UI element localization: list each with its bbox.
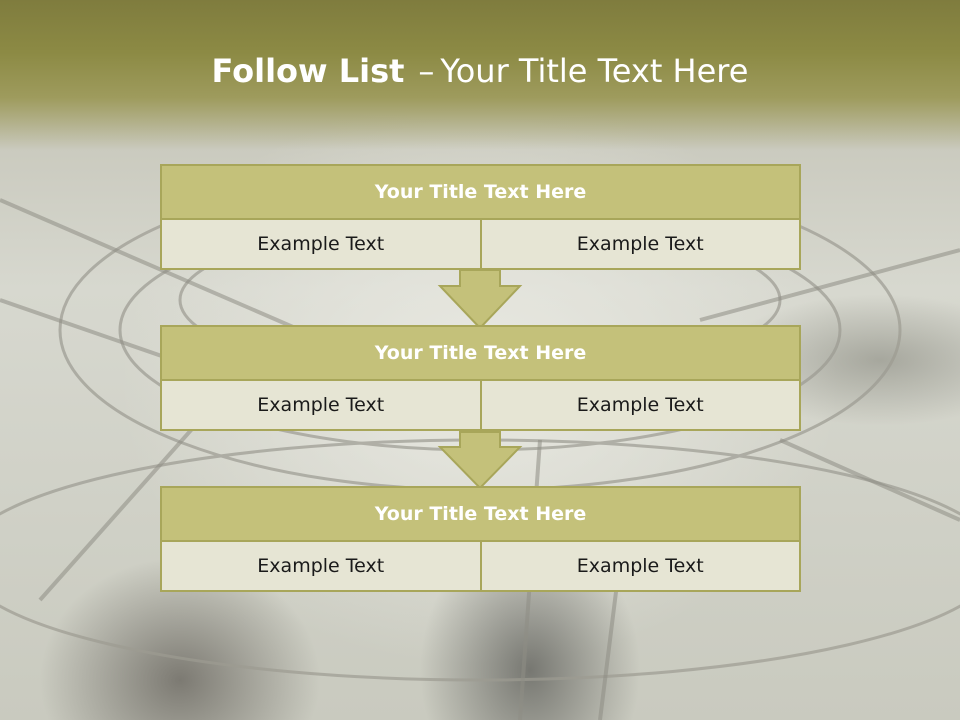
slide-title: Follow List–Your Title Text Here <box>0 52 960 90</box>
title-rest: Your Title Text Here <box>440 52 749 90</box>
block-cell-left: Example Text <box>160 542 482 592</box>
block-cell-right: Example Text <box>481 381 801 431</box>
block-cell-right: Example Text <box>481 542 801 592</box>
follow-block-1: Your Title Text Here Example Text Exampl… <box>160 164 801 270</box>
block-title: Your Title Text Here <box>160 325 801 381</box>
title-bold: Follow List <box>211 52 405 90</box>
block-row: Example Text Example Text <box>160 542 801 592</box>
block-cell-left: Example Text <box>160 381 482 431</box>
block-row: Example Text Example Text <box>160 381 801 431</box>
block-row: Example Text Example Text <box>160 220 801 270</box>
block-title: Your Title Text Here <box>160 164 801 220</box>
follow-block-3: Your Title Text Here Example Text Exampl… <box>160 486 801 592</box>
title-banner <box>0 0 960 150</box>
block-cell-left: Example Text <box>160 220 482 270</box>
follow-block-2: Your Title Text Here Example Text Exampl… <box>160 325 801 431</box>
down-arrow-2 <box>437 431 523 490</box>
block-cell-right: Example Text <box>481 220 801 270</box>
block-title: Your Title Text Here <box>160 486 801 542</box>
title-separator: – <box>418 52 435 90</box>
down-arrow-1 <box>437 269 523 330</box>
